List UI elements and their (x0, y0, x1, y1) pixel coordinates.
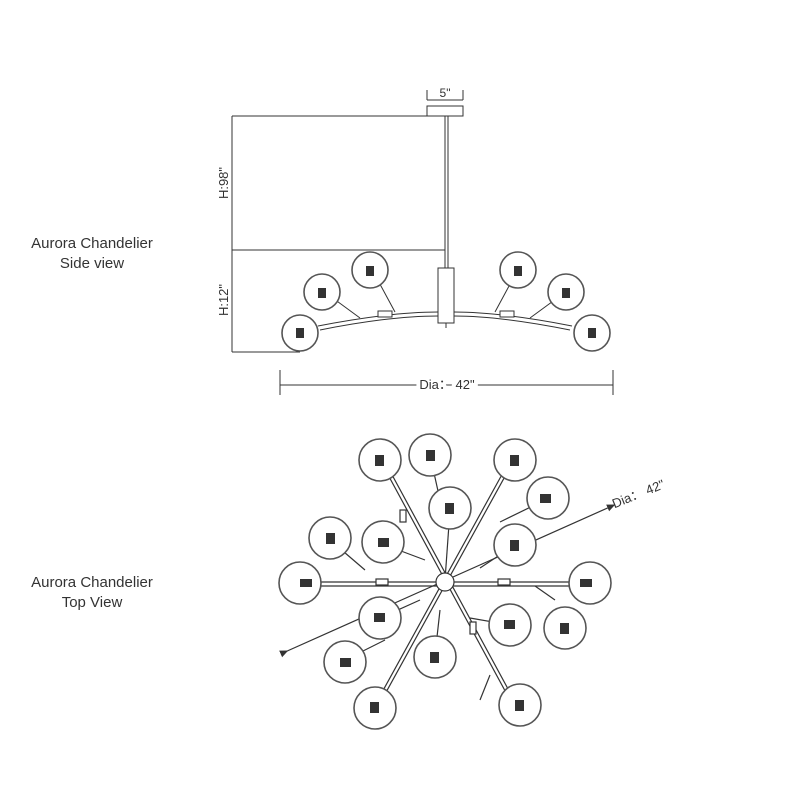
rod-height-label: H:98" (216, 167, 231, 199)
top-view-title: Aurora Chandelier (31, 574, 153, 591)
top-view-subtitle: Top View (61, 594, 123, 611)
side-view-drawing (231, 90, 614, 395)
center-hub (435, 572, 455, 592)
top-diameter-label: Dia： 42" (610, 476, 667, 511)
canopy (426, 105, 464, 117)
side-view-title: Aurora Chandelier (31, 235, 153, 252)
side-view-bulbs (296, 266, 596, 338)
side-diameter-label: Dia： 42" (419, 377, 475, 392)
body-height-label: H:12" (216, 284, 231, 316)
top-view-drawing (279, 454, 616, 706)
side-view-caption: Aurora Chandelier Side view (22, 234, 162, 274)
side-view-subtitle: Side view (59, 255, 125, 272)
center-body (437, 267, 455, 324)
top-view-bulbs (300, 450, 592, 713)
top-view-caption: Aurora Chandelier Top View (22, 573, 162, 613)
canopy-dim-label: 5" (440, 86, 451, 100)
